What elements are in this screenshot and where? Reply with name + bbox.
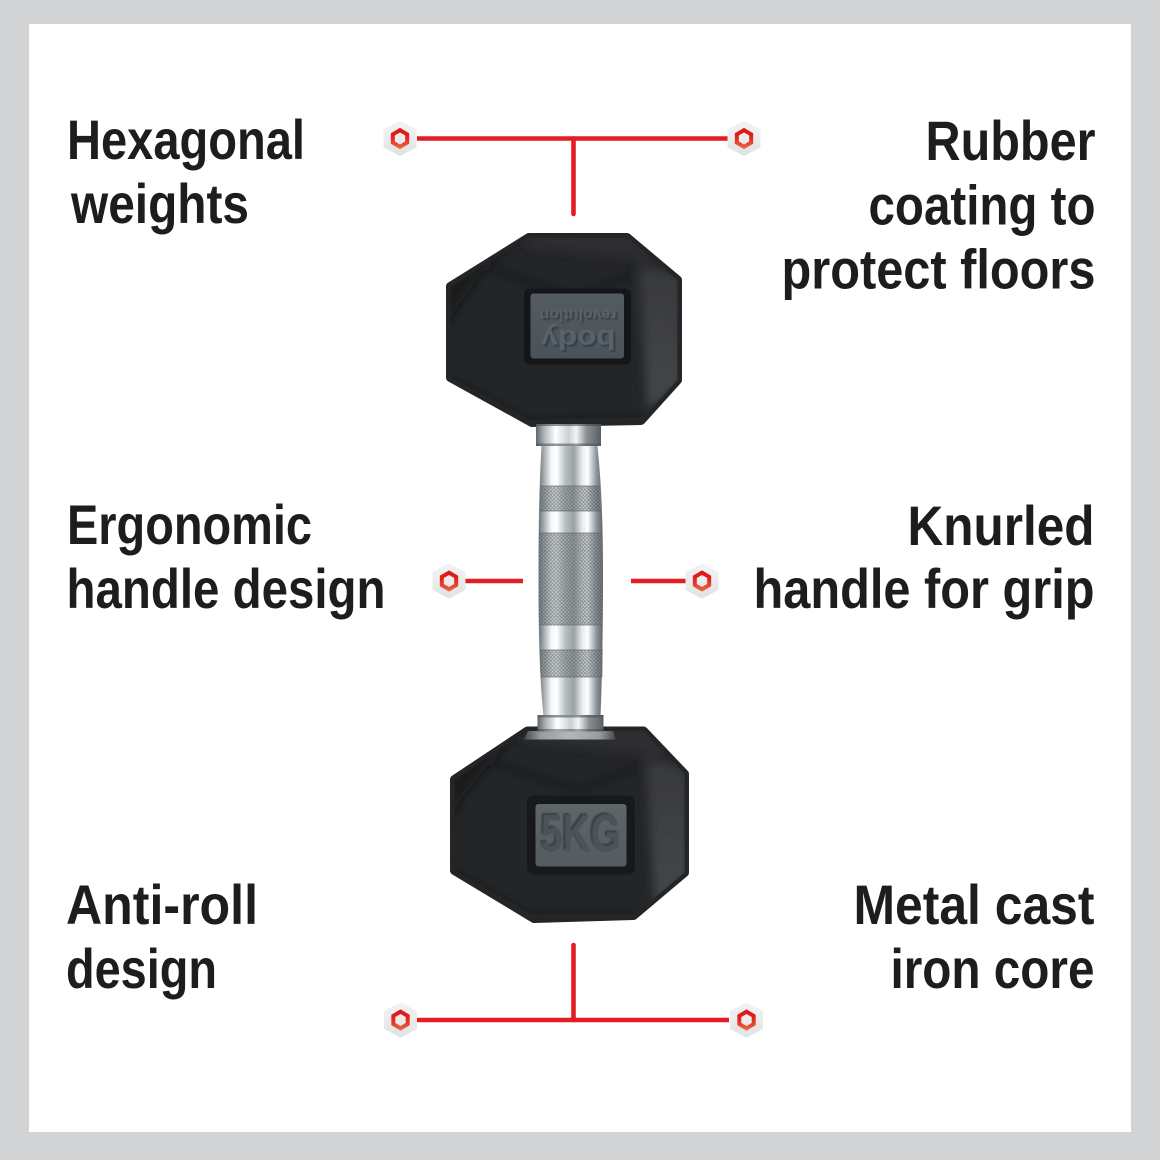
svg-text:protect floors: protect floors <box>782 238 1096 301</box>
svg-text:design: design <box>66 937 217 1000</box>
svg-text:5KG: 5KG <box>541 805 621 864</box>
svg-text:handle design: handle design <box>67 557 386 620</box>
svg-text:Rubber: Rubber <box>926 109 1096 172</box>
svg-text:iron core: iron core <box>891 937 1095 1000</box>
svg-text:revolution: revolution <box>540 306 617 323</box>
svg-text:coating to: coating to <box>869 174 1096 237</box>
svg-text:Ergonomic: Ergonomic <box>67 493 312 556</box>
svg-text:Knurled: Knurled <box>908 494 1095 557</box>
svg-text:handle for grip: handle for grip <box>754 557 1095 620</box>
svg-text:weights: weights <box>70 172 249 235</box>
svg-text:Hexagonal: Hexagonal <box>67 108 305 171</box>
svg-text:Metal cast: Metal cast <box>854 873 1095 936</box>
svg-text:body: body <box>540 324 615 355</box>
svg-text:Anti-roll: Anti-roll <box>66 873 258 936</box>
